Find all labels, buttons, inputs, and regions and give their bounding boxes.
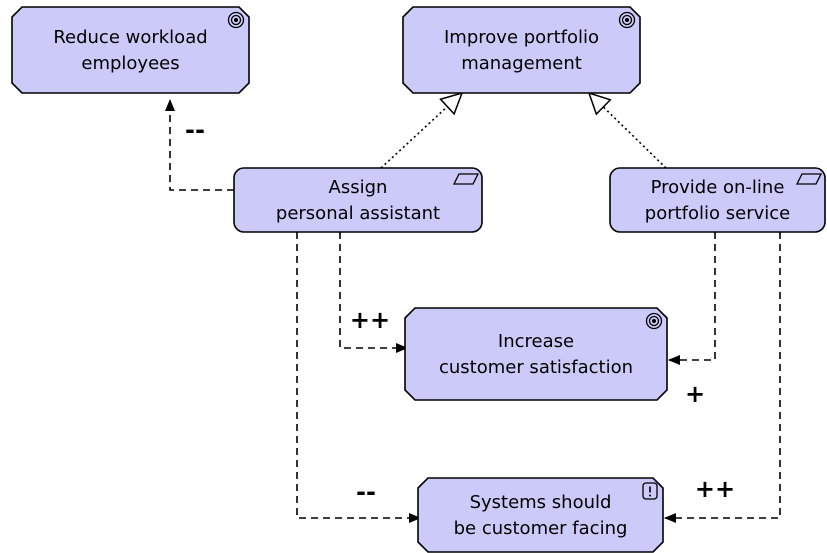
node-label-line: be customer facing [454, 518, 628, 539]
node-reduce-workload[interactable]: Reduce workload employees [11, 6, 250, 94]
relation-assign-to-facing[interactable] [296, 232, 421, 523]
goal-target-icon [645, 312, 663, 330]
relation-online-to-satisfaction[interactable] [668, 232, 716, 365]
node-label-line: customer satisfaction [439, 357, 633, 378]
node-box [233, 167, 483, 233]
parallelogram-icon [452, 173, 480, 185]
relation-online-to-facing[interactable] [664, 232, 781, 523]
node-improve-portfolio[interactable]: Improve portfolio management [402, 6, 641, 94]
parallelogram-icon [795, 173, 823, 185]
node-customer-facing[interactable]: Systems should be customer facing [417, 477, 664, 553]
node-box [11, 6, 250, 94]
relation-assign-to-satisfaction[interactable] [339, 232, 408, 353]
node-box [404, 307, 668, 401]
relation-label-assign-to-satisfaction: ++ [350, 306, 390, 334]
relations-layer [165, 93, 781, 523]
node-customer-satisfaction[interactable]: Increase customer satisfaction [404, 307, 668, 401]
node-label-line: portfolio service [645, 203, 790, 224]
node-assign-assistant[interactable]: Assign personal assistant [233, 167, 483, 233]
node-box [417, 477, 664, 553]
nodes-layer: Reduce workload employees Improve portfoli… [11, 6, 826, 553]
relation-assign-to-improve[interactable] [380, 93, 462, 169]
node-label-line: Assign [329, 177, 388, 198]
relation-label-assign-to-reduce: -- [185, 116, 205, 144]
node-label-line: personal assistant [276, 203, 440, 224]
node-label-line: Reduce workload [53, 27, 207, 48]
node-label-line: employees [81, 53, 179, 74]
node-label-line: Provide on-line [651, 177, 785, 198]
node-box [609, 167, 826, 233]
labels-layer: --+++--++ [185, 116, 735, 506]
relation-label-assign-to-facing: -- [356, 478, 376, 506]
node-online-service[interactable]: Provide on-line portfolio service [609, 167, 826, 233]
relation-label-online-to-satisfaction: + [685, 380, 705, 408]
node-label-line: management [461, 53, 582, 74]
node-label-line: Systems should [470, 492, 612, 513]
node-label-line: Improve portfolio [444, 27, 599, 48]
node-label-line: Increase [498, 331, 574, 352]
relation-label-online-to-facing: ++ [695, 475, 735, 503]
relation-assign-to-reduce[interactable] [165, 99, 234, 191]
exclamation-box-icon [642, 482, 658, 500]
relation-online-to-improve[interactable] [589, 93, 667, 169]
goal-target-icon [227, 11, 245, 29]
node-box [402, 6, 641, 94]
goal-target-icon [618, 11, 636, 29]
